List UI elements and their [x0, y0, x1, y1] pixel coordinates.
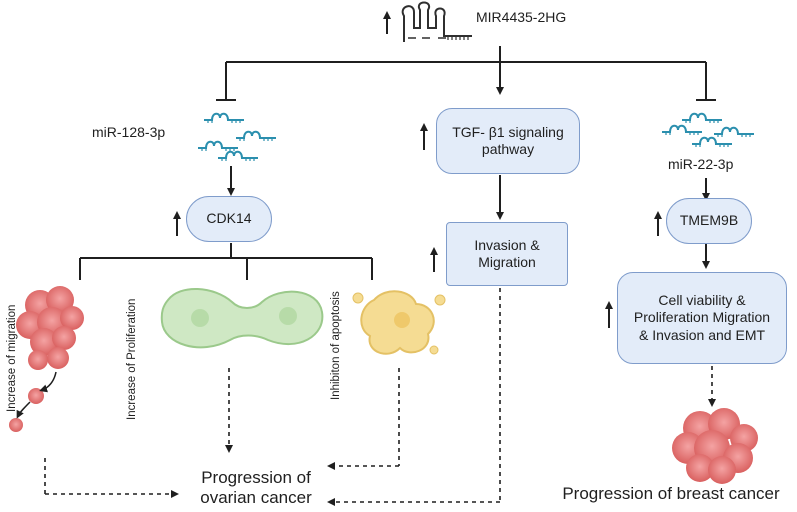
- effect-proliferation-label: Increase of Proliferation: [126, 298, 138, 420]
- lncrna-structure-icon: [401, 1, 472, 42]
- cdk14-bracket: [79, 243, 373, 280]
- mirna-right-label: miR-22-3p: [668, 156, 734, 172]
- cdk14-label: CDK14: [206, 210, 252, 227]
- mirna-cluster-left-icon: [197, 112, 277, 162]
- mirna-cluster-right-icon: [661, 112, 755, 148]
- up-arrows-icon: [173, 123, 662, 328]
- dividing-cell-icon: [160, 287, 324, 349]
- dashed-flows: [44, 288, 716, 506]
- cell-viability-label: Cell viability & Proliferation Migration…: [633, 291, 771, 343]
- effect-migration-label: Increase of migration: [6, 304, 18, 412]
- invasion-migration-label: Invasion & Migration: [474, 236, 540, 271]
- cell-viability-box: Cell viability & Proliferation Migration…: [617, 272, 787, 364]
- mirna-left-label: miR-128-3p: [92, 124, 166, 140]
- tumor-breast-icon: [672, 408, 758, 484]
- tumor-migration-icon: [9, 286, 84, 432]
- apoptotic-cell-icon: [352, 290, 446, 355]
- top-connector: [216, 46, 716, 101]
- tmem9b-box: TMEM9B: [666, 198, 752, 244]
- outcome-breast-label: Progression of breast cancer: [562, 484, 780, 503]
- tgf-pathway-label: TGF- β1 signaling pathway: [452, 123, 564, 158]
- invasion-migration-box: Invasion & Migration: [446, 222, 568, 286]
- outcome-ovarian-label: Progression of ovarian cancer: [200, 468, 312, 508]
- tgf-pathway-box: TGF- β1 signaling pathway: [436, 108, 580, 174]
- effect-apoptosis-label: Inhibiton of apoptosis: [330, 291, 342, 400]
- flow-arrows: [227, 166, 710, 269]
- tmem9b-label: TMEM9B: [679, 212, 739, 229]
- cdk14-box: CDK14: [186, 196, 272, 242]
- lncrna-label: MIR4435-2HG: [476, 9, 567, 25]
